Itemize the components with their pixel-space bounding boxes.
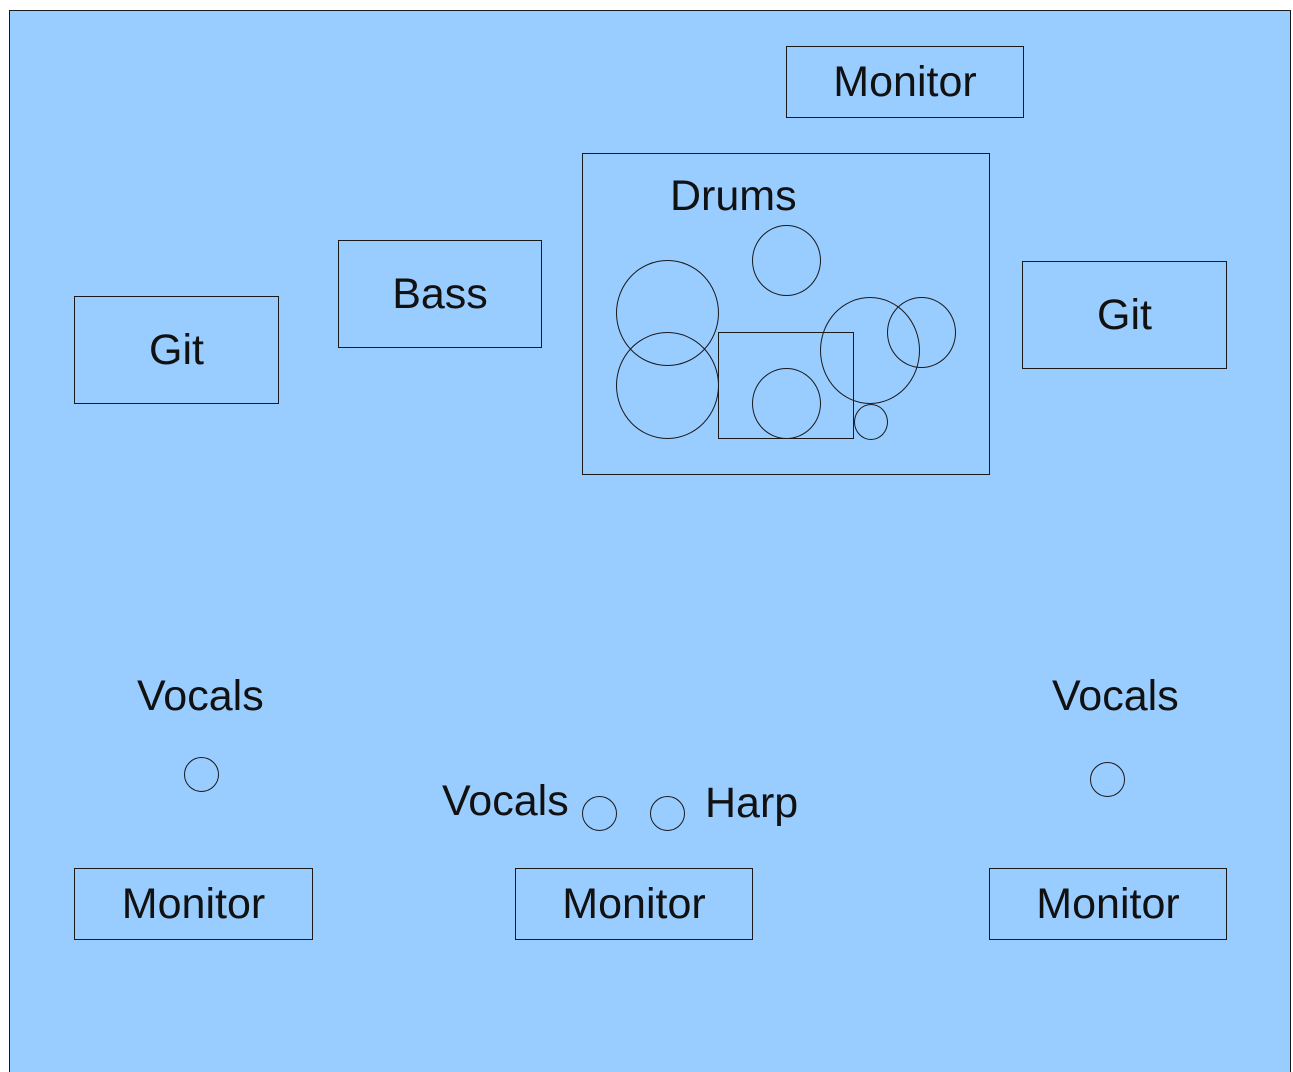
vocals-right-label: Vocals xyxy=(1052,672,1179,720)
git-left-label: Git xyxy=(149,325,204,374)
monitor-bottom-left-label: Monitor xyxy=(121,879,266,928)
vocals-center-label: Vocals xyxy=(442,777,569,825)
vocals-left-mic xyxy=(184,757,219,792)
vocals-left-label: Vocals xyxy=(137,672,264,720)
vocals-right-mic xyxy=(1090,762,1125,797)
monitor-top-box: Monitor xyxy=(786,46,1024,118)
monitor-top-label: Monitor xyxy=(833,57,977,106)
drum-cymbal-small xyxy=(887,297,956,368)
drum-kick xyxy=(752,368,821,439)
drums-riser xyxy=(582,153,990,475)
monitor-bottom-center-label: Monitor xyxy=(562,879,706,928)
monitor-bottom-left-box: Monitor xyxy=(74,868,313,940)
harp-label: Harp xyxy=(705,779,799,827)
drum-floor-tom-lower xyxy=(616,332,719,439)
vocals-center-mic xyxy=(582,796,617,831)
drums-label: Drums xyxy=(670,172,797,220)
drum-tom-top xyxy=(752,225,821,296)
git-right-amp-box: Git xyxy=(1022,261,1227,369)
stage-plot xyxy=(9,10,1291,1072)
drum-hihat xyxy=(854,404,888,440)
bass-label: Bass xyxy=(392,269,488,318)
monitor-bottom-right-label: Monitor xyxy=(1036,879,1180,928)
harp-mic xyxy=(650,796,685,831)
bass-amp-box: Bass xyxy=(338,240,542,348)
git-right-label: Git xyxy=(1097,290,1152,339)
git-left-amp-box: Git xyxy=(74,296,279,404)
monitor-bottom-center-box: Monitor xyxy=(515,868,753,940)
monitor-bottom-right-box: Monitor xyxy=(989,868,1227,940)
